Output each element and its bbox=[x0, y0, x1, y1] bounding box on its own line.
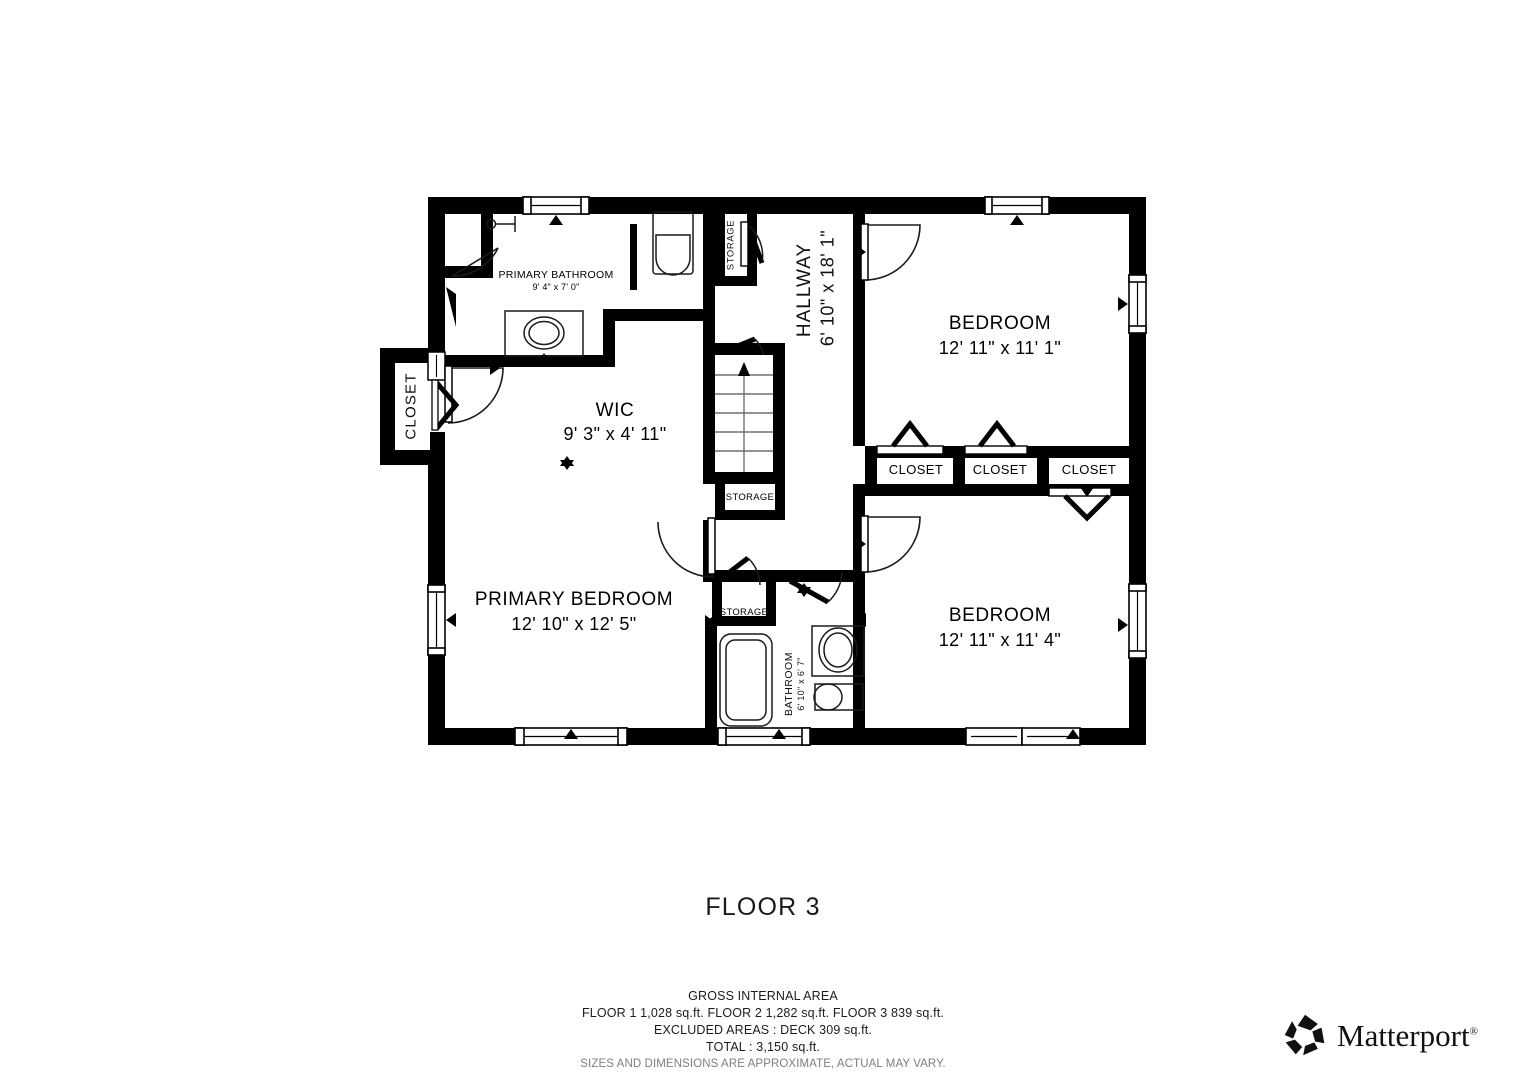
room-dim-hallway: 6' 10" x 18' 1" bbox=[817, 229, 838, 347]
brand-name: Matterport bbox=[1337, 1017, 1470, 1053]
room-dim-primary-bathroom: 9' 4" x 7' 0" bbox=[532, 282, 580, 292]
matterport-wordmark: Matterport® bbox=[1337, 1020, 1478, 1051]
doors-group bbox=[431, 221, 1111, 605]
closet-label-3: CLOSET bbox=[1061, 462, 1117, 477]
window-left-closet bbox=[427, 351, 446, 381]
room-dim-wic: 9' 3" x 4' 11" bbox=[563, 424, 667, 444]
windows-group bbox=[427, 196, 1147, 746]
room-label-bedroom-bottom: BEDROOM bbox=[948, 605, 1052, 626]
sink-lower bbox=[811, 625, 865, 677]
bathtub-primary bbox=[652, 211, 694, 276]
matterport-logo: Matterport® bbox=[1282, 1012, 1478, 1058]
toilet-lower bbox=[813, 683, 864, 711]
room-label-bathroom: BATHROOM bbox=[783, 652, 795, 716]
closet-door-1 bbox=[876, 445, 944, 455]
registered-mark: ® bbox=[1469, 1025, 1478, 1038]
closet-door-2 bbox=[964, 445, 1028, 455]
matterport-pinwheel-icon bbox=[1284, 1014, 1325, 1056]
closet-label-1: CLOSET bbox=[888, 462, 944, 477]
area-heading: GROSS INTERNAL AREA bbox=[688, 989, 838, 1003]
window-top-bathroom bbox=[522, 196, 590, 215]
opening-markers bbox=[446, 215, 1128, 739]
window-bottom-bathroom bbox=[717, 727, 811, 746]
area-floors-line: FLOOR 1 1,028 sq.ft. FLOOR 2 1,282 sq.ft… bbox=[582, 1006, 944, 1020]
bathtub-lower bbox=[719, 633, 773, 727]
closet-label-2: CLOSET bbox=[972, 462, 1028, 477]
storage-label-bottom: STORAGE bbox=[719, 607, 769, 618]
fixtures-group bbox=[485, 211, 865, 727]
room-label-bedroom-top: BEDROOM bbox=[948, 313, 1052, 334]
room-label-primary-bathroom: PRIMARY BATHROOM bbox=[498, 269, 614, 281]
room-dim-bedroom-top: 12' 11" x 11' 1" bbox=[938, 338, 1062, 358]
window-bottom-bedroom bbox=[965, 727, 1081, 746]
area-summary: GROSS INTERNAL AREA FLOOR 1 1,028 sq.ft.… bbox=[580, 988, 945, 1073]
storage-label-top: STORAGE bbox=[725, 219, 737, 271]
window-left-primary-bedroom bbox=[427, 584, 446, 656]
room-dim-bathroom: 6' 10" x 6' 7" bbox=[796, 657, 806, 711]
room-label-wic: WIC bbox=[595, 400, 635, 421]
floor-title: FLOOR 3 bbox=[705, 893, 821, 921]
room-label-hallway: HALLWAY bbox=[794, 242, 815, 338]
room-dim-bedroom-bottom: 12' 11" x 11' 4" bbox=[938, 630, 1062, 650]
area-excluded-line: EXCLUDED AREAS : DECK 309 sq.ft. bbox=[653, 1023, 873, 1037]
storage-label-mid: STORAGE bbox=[725, 492, 775, 503]
room-dim-primary-bedroom: 12' 10" x 12' 5" bbox=[511, 614, 637, 634]
area-disclaimer: SIZES AND DIMENSIONS ARE APPROXIMATE, AC… bbox=[580, 1058, 946, 1070]
area-total-line: TOTAL : 3,150 sq.ft. bbox=[706, 1040, 820, 1054]
window-right-bottom-bedroom bbox=[1128, 583, 1147, 659]
window-top-bedroom bbox=[984, 196, 1050, 215]
closet-door-3 bbox=[1048, 487, 1112, 497]
closet-label-left: CLOSET bbox=[402, 372, 420, 440]
window-right-top-bedroom bbox=[1128, 274, 1147, 334]
staircase bbox=[715, 355, 773, 472]
room-label-primary-bedroom: PRIMARY BEDROOM bbox=[474, 589, 674, 610]
